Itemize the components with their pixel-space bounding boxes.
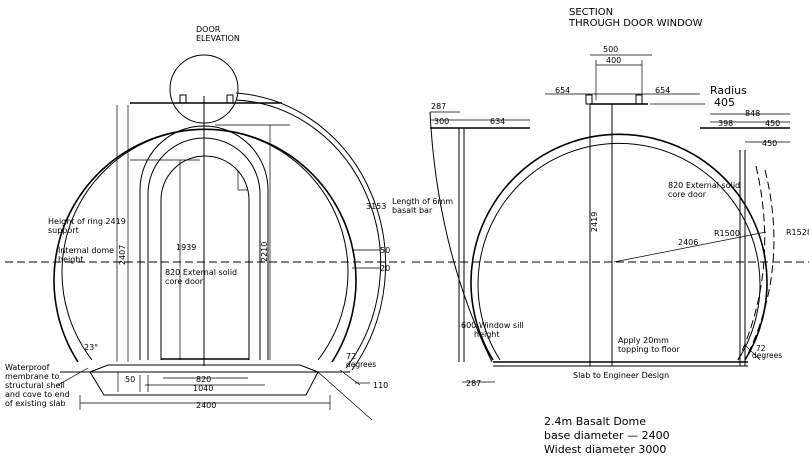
slab-label: Slab to Engineer Design (573, 371, 669, 380)
dim-2407: 2407 (118, 245, 127, 265)
waterproof-note-2: membrane to (5, 372, 59, 381)
dim-2419: 2419 (590, 212, 599, 232)
section-door-label-2: core door (668, 190, 707, 199)
dim-2210: 2210 (260, 242, 269, 262)
dim-450: 450 (762, 139, 777, 148)
dim-50-left: 50 (125, 375, 135, 384)
dim-654-right: 654 (655, 86, 670, 95)
waterproof-note-5: of existing slab (5, 399, 66, 408)
topping-label-2: topping to floor (618, 345, 681, 354)
dim-287-top: 287 (431, 102, 446, 111)
dim-2406: 2406 (678, 238, 698, 247)
dim-634: 634 (490, 117, 505, 126)
section-angle-72: 72 (756, 344, 766, 353)
dim-3153-visible: 3153 (366, 202, 386, 211)
angle-72: 72 (346, 352, 356, 361)
door-elevation-title-1: DOOR (196, 25, 221, 34)
dim-1939: 1939 (176, 243, 196, 252)
r1500: R1500 (714, 229, 740, 238)
basalt-bar-label-2: basalt bar (392, 206, 433, 215)
radius-value: 405 (714, 96, 735, 109)
note-line-1: 2.4m Basalt Dome (544, 415, 646, 428)
dim-820: 820 (196, 375, 211, 384)
dim-848: 848 (745, 109, 760, 118)
dim-300: 300 (434, 117, 449, 126)
internal-height-label-1: Internal dome (58, 246, 114, 255)
dim-400: 400 (606, 56, 621, 65)
basalt-bar-label-1: Length of 6mm (392, 197, 453, 206)
waterproof-note-3: structural shell (5, 381, 65, 390)
door-elevation-view (5, 54, 405, 421)
note-line-3: Widest diameter 3000 (544, 443, 666, 456)
section-angle-72-unit: degrees (752, 351, 782, 360)
topping-label-1: Apply 20mm (618, 336, 669, 345)
angle-72-unit: degrees (346, 360, 376, 369)
section-view (412, 54, 809, 383)
ring-height-label-1: Height of ring 2419 (48, 217, 126, 226)
window-ring-left (429, 111, 493, 363)
dim-1040: 1040 (193, 384, 213, 393)
section-labels: SECTION THROUGH DOOR WINDOW 500 400 654 … (431, 7, 809, 388)
window-ring-right-dashed (744, 169, 775, 361)
angle-23: 23° (84, 343, 98, 352)
dim-20: 20 (380, 264, 390, 273)
radius-leader (613, 231, 767, 263)
door-label-1: 820 External solid (165, 268, 237, 277)
radius-label: Radius (710, 84, 747, 97)
waterproof-note-4: and cove to end (5, 390, 70, 399)
waterproof-note-1: Waterproof (5, 363, 50, 372)
sill-label-1: 600 Window sill (461, 321, 524, 330)
sill-label-2: height (474, 330, 500, 339)
dim-110: 110 (373, 381, 388, 390)
r1528: R1528 (786, 228, 809, 237)
ring-height-label-2: support (48, 226, 79, 235)
dim-50-right: 50 (380, 246, 390, 255)
dim-2400: 2400 (196, 401, 216, 410)
door-label-2: core door (165, 277, 204, 286)
door-elevation-labels: DOOR ELEVATION Height of ring 2419 suppo… (5, 25, 453, 410)
internal-height-label-2: height (58, 255, 84, 264)
door-leaf-arch (160, 155, 250, 360)
dim-398: 398 (718, 119, 733, 128)
dim-654-left: 654 (555, 86, 570, 95)
note-line-2: base diameter — 2400 (544, 429, 670, 442)
dim-450-top: 450 (765, 119, 780, 128)
dim-287-bottom: 287 (466, 379, 481, 388)
section-title-2: THROUGH DOOR WINDOW (568, 18, 703, 29)
ring-support-arc (235, 92, 387, 371)
section-title-1: SECTION (569, 7, 613, 18)
section-dome-outline (470, 133, 768, 361)
inner-dome-outline (61, 128, 349, 361)
dim-500: 500 (603, 45, 618, 54)
dome-notes: 2.4m Basalt Dome base diameter — 2400 Wi… (544, 415, 670, 456)
section-door-label-1: 820 External solid (668, 181, 740, 190)
door-elevation-title-2: ELEVATION (196, 34, 240, 43)
